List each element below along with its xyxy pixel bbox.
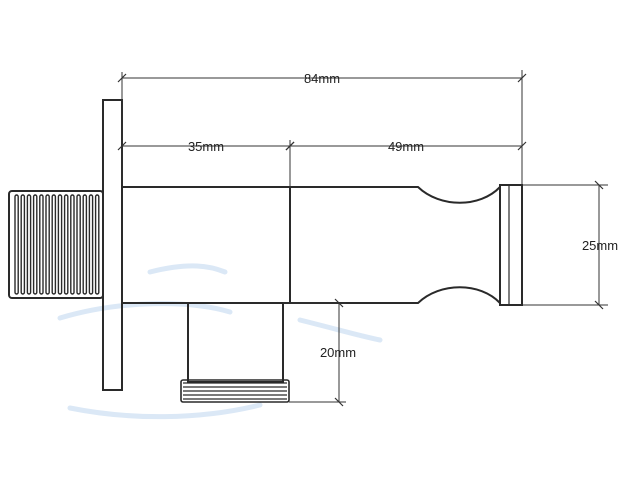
dimension-label-body: 35mm	[188, 139, 224, 154]
thread-ridge	[45, 194, 50, 295]
dimension-label-outlet: 20mm	[320, 345, 356, 360]
dimension-height	[523, 180, 608, 310]
dimension-outlet	[283, 298, 346, 407]
thread-ridge	[51, 194, 57, 295]
watermark-swoosh	[57, 263, 383, 420]
valve-body	[121, 186, 291, 304]
dimension-label-height: 25mm	[582, 238, 618, 253]
dimension-sections	[117, 140, 527, 187]
thread-ridge	[26, 194, 32, 295]
thread-ridge	[63, 194, 69, 295]
wall-plate	[102, 99, 123, 391]
dimension-label-holder: 49mm	[388, 139, 424, 154]
thread-ridge	[94, 194, 100, 295]
thread-ridge	[76, 194, 81, 295]
threaded-inlet	[8, 190, 104, 299]
dimension-label-overall: 84mm	[304, 71, 340, 86]
end-cap	[499, 184, 523, 306]
thread-ridge	[39, 194, 44, 295]
thread-ridge	[88, 194, 94, 295]
thread-ridge	[70, 194, 75, 295]
holder-section	[290, 184, 501, 306]
thread-ridge	[32, 194, 38, 295]
thread-ridge	[14, 194, 19, 295]
outlet-nipple	[180, 302, 290, 403]
thread-ridge	[82, 194, 88, 295]
thread-ridge	[57, 194, 63, 295]
dimension-overall	[117, 70, 527, 185]
thread-ridge	[20, 194, 26, 295]
